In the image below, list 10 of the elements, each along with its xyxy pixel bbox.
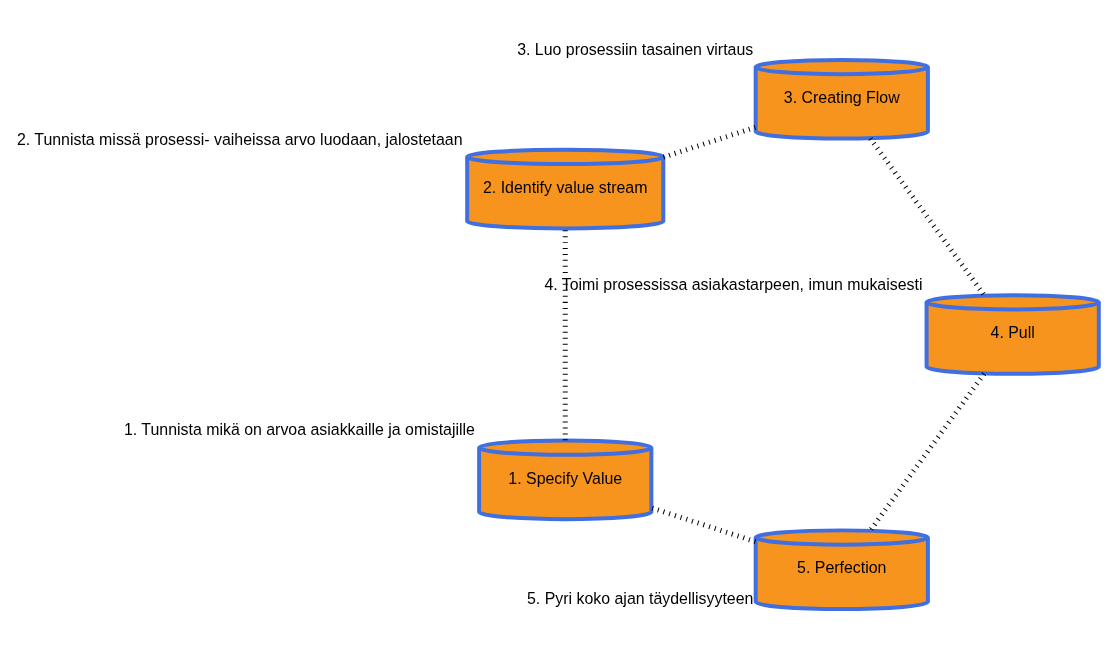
node-label: 1. Tunnista mikä on arvoa asiakkaille ja omistajille [123,421,475,439]
connector [868,137,986,297]
connector [562,228,568,441]
node-label: 4. Toimi prosessissa asiakastarpeen, imun mukaisesti [544,275,923,293]
connector [868,372,987,532]
node-label: 5. Pyri koko ajan täydellisyyteen [527,589,754,607]
node-label: 2. Tunnista missä prosessi- vaiheissa arvo luodaan, jalostetaan [16,130,463,148]
connector [650,505,757,544]
node-label: 3. Luo prosessiin tasainen virtaus [517,40,754,58]
connector [662,124,757,160]
